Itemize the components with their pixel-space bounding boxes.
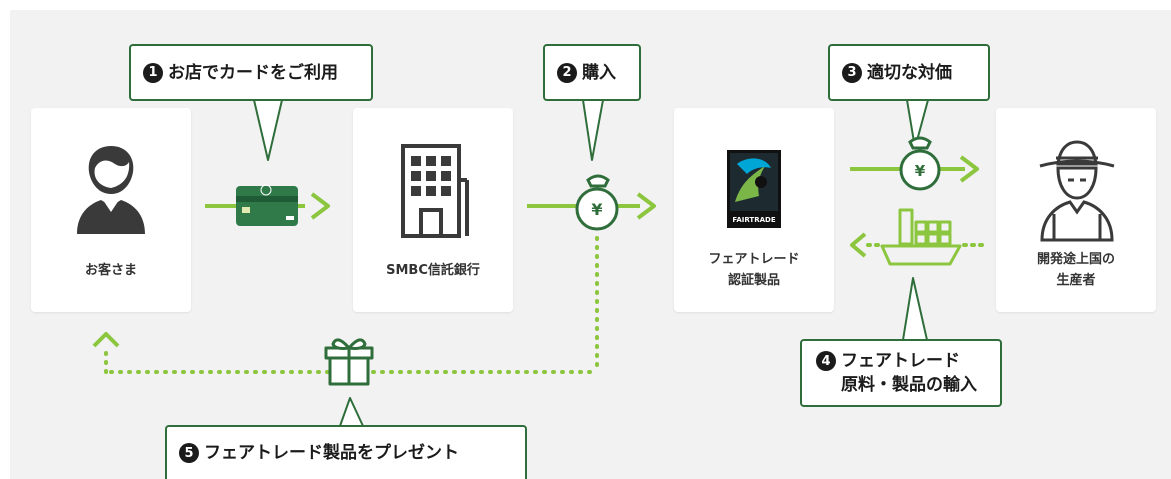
node-customer: お客さま: [31, 108, 191, 312]
callout-step-4: 4 フェアトレード 原料・製品の輸入: [800, 339, 1002, 407]
arrow-bank-to-fairtrade: [527, 192, 656, 220]
node-label: 開発途上国の 生産者: [1036, 252, 1115, 288]
node-label: SMBC信託銀行: [386, 263, 480, 278]
arrow-producer-to-fairtrade: [850, 232, 984, 258]
step-label: お店でカードをご利用: [168, 62, 338, 83]
step-label: フェアトレード 原料・製品の輸入: [841, 351, 977, 395]
flow-diagram: ¥ ¥: [10, 10, 1171, 479]
fairtrade-logo: FAIRTRADE: [727, 150, 781, 228]
step-label: 購入: [582, 62, 616, 83]
dotted-return-path: [92, 236, 599, 374]
callout-step-5: 5 フェアトレード製品をプレゼント: [165, 425, 527, 479]
callout-step-3: 3 適切な対価: [828, 44, 990, 101]
credit-card-icon: [236, 184, 298, 226]
node-fairtrade: FAIRTRADE フェアトレード 認証製品: [674, 108, 834, 312]
person-icon: [77, 146, 145, 234]
callout-step-1: 1 お店でカードをご利用: [129, 44, 373, 101]
node-producer: 開発途上国の 生産者: [996, 108, 1156, 312]
step-label: 適切な対価: [867, 62, 952, 83]
node-bank: SMBC信託銀行: [353, 108, 513, 312]
yen-symbol: ¥: [915, 162, 926, 180]
money-bag-icon: ¥: [575, 174, 619, 231]
cargo-ship-icon: [880, 208, 962, 266]
node-label: フェアトレード 認証製品: [708, 252, 800, 288]
step-number: 3: [842, 62, 862, 83]
yen-symbol: ¥: [591, 200, 602, 219]
callout-pointer-5: [339, 397, 364, 427]
fairtrade-logo-text: FAIRTRADE: [732, 216, 775, 224]
node-label: お客さま: [84, 263, 137, 278]
callout-step-2: 2 購入: [543, 44, 641, 101]
gift-icon: [324, 338, 374, 386]
step-number: 1: [143, 62, 163, 83]
step-number: 4: [816, 351, 836, 371]
callout-pointer-2: [582, 99, 604, 161]
callout-pointer-4: [902, 277, 928, 341]
callout-pointer-1: [253, 99, 283, 161]
step-number: 5: [179, 443, 199, 463]
money-bag-icon: ¥: [899, 136, 941, 191]
connector-layer: ¥ ¥: [92, 99, 984, 427]
arrow-fairtrade-to-producer: [850, 155, 979, 183]
step-number: 2: [557, 62, 577, 83]
farmer-hat-icon: [1039, 140, 1115, 242]
step-label: フェアトレード製品をプレゼント: [204, 443, 459, 463]
building-icon: [401, 144, 469, 238]
